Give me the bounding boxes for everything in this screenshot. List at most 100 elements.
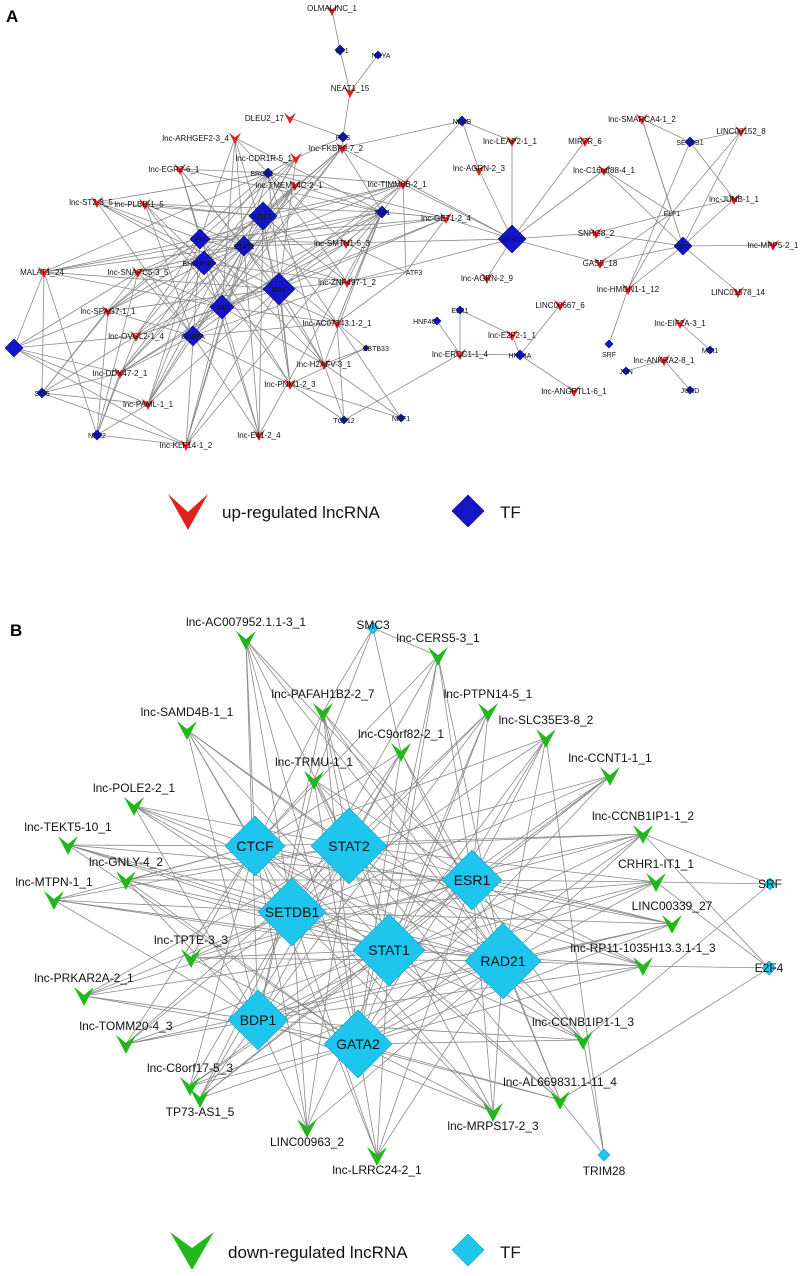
network-a-edge	[96, 310, 109, 436]
network-a-edge	[43, 211, 383, 273]
lncrna-label-lnc-cers5-3-1: lnc-CERS5-3_1	[396, 631, 480, 645]
network-b-edge	[254, 845, 644, 967]
lncrna-label-lnc-c8orf17-5-3: lnc-C8orf17-5_3	[147, 1061, 233, 1075]
network-b-edge	[67, 844, 390, 951]
network-b-edge	[655, 881, 770, 969]
network-a-edge	[199, 157, 297, 240]
network-a-edge	[135, 288, 280, 337]
lncrna-node-lnc-lrrc24-2-1	[367, 1147, 387, 1166]
lncrna-label-lnc-get1-2-4: lnc-GET1-2_4	[421, 214, 471, 223]
tf-node-mxi1	[705, 345, 715, 355]
lncrna-label-linc00339-27: LINC00339_27	[632, 899, 713, 913]
lncrna-label-lnc-ankra2-8-1: lnc-ANKRA2-8_1	[634, 356, 695, 365]
lncrna-label-lnc-egr2-6-1: lnc-EGR2-6_1	[149, 165, 200, 174]
network-a-edge	[144, 203, 223, 308]
network-a-edge	[267, 157, 297, 174]
lncrna-label-gas5-18: GAS5_18	[583, 259, 618, 268]
network-a-edge	[147, 172, 269, 405]
network-a-edge	[119, 245, 245, 374]
network-a-edge	[339, 49, 351, 93]
network-a-edge	[179, 168, 280, 290]
lncrna-label-lnc-ccnt1-1-1: lnc-CCNT1-1_1	[568, 751, 652, 765]
lncrna-label-lnc-agrn-2-3: lnc-AGRN-2_3	[453, 164, 506, 173]
network-a-edge	[203, 183, 404, 264]
lncrna-node-lnc-e41-2-4	[253, 429, 265, 441]
lncrna-label-linc01578-14: LINC01578_14	[711, 288, 765, 297]
lncrna-node-lnc-pnm1-2-3	[284, 378, 296, 390]
lncrna-label-linc00667-6: LINC00667_6	[535, 301, 585, 310]
network-b-edge	[199, 1043, 359, 1099]
tf-label-egr1: EGR1	[212, 305, 231, 312]
lncrna-node-linc01578-14	[732, 286, 744, 298]
tf-diamond-icon	[451, 494, 485, 528]
network-a-edge	[192, 322, 338, 337]
network-a-edge	[203, 262, 291, 385]
network-b-edge	[254, 845, 584, 1041]
network-a-edge	[221, 217, 447, 308]
lncrna-node-linc00339-27	[662, 915, 682, 934]
network-b-edge	[291, 737, 547, 913]
lncrna-label-lnc-fkbp9-7-2: lnc-FKBP9-7_2	[309, 144, 364, 153]
lncrna-node-lnc-snapc5-3-5	[132, 266, 144, 278]
tf-label-stat1: STAT1	[368, 942, 410, 958]
network-b-edge	[502, 833, 644, 962]
network-b-edge	[322, 711, 473, 881]
lncrna-node-lnc-tekt5-10-1	[58, 836, 78, 855]
network-b-edge	[348, 845, 584, 1041]
network-a-edge	[96, 271, 139, 436]
network-b-edge	[313, 779, 473, 881]
network-a-edge	[41, 335, 137, 394]
lncrna-label-linc00963-2: LINC00963_2	[270, 1135, 344, 1149]
lncrna-label-lnc-eif2a-3-1: lnc-EIF2A-3_1	[654, 319, 706, 328]
lncrna-label-lnc-klf14-1-2: lnc-KLF14-1_2	[160, 441, 213, 450]
network-b-edge	[254, 751, 402, 847]
network-a-edge	[234, 137, 245, 247]
lncrna-node-lnc-c9orf82-2-1	[391, 743, 411, 762]
network-b-edge	[133, 805, 293, 913]
lncrna-node-linc00963-2	[297, 1119, 317, 1138]
network-a-edge	[262, 215, 348, 283]
lncrna-label-lnc-tomm20-4-3: lnc-TOMM20-4_3	[79, 1019, 172, 1033]
network-b-edge	[125, 845, 256, 1045]
network-a-edge	[402, 120, 463, 185]
network-b-edge	[348, 845, 494, 1113]
network-a-edge	[511, 232, 597, 240]
network-b-edge	[471, 879, 673, 925]
lncrna-label-lnc-st2-3-5: lnc-ST2-3_5	[69, 198, 113, 207]
network-a-edge	[346, 271, 407, 283]
tf-node-e2f4	[761, 960, 777, 976]
network-b-edge	[655, 881, 771, 885]
network-a-edge	[221, 306, 260, 436]
tf-node-bhlhe40	[191, 250, 217, 276]
lncrna-label-lnc-timm8b-2-1: lnc-TIMM8B-2_1	[367, 180, 427, 189]
lncrna-label-lnc-gnly-4-2: lnc-GNLY-4_2	[89, 855, 163, 869]
lncrna-node-lnc-trmu-1-1	[304, 771, 324, 790]
network-b-edge	[357, 751, 402, 1045]
lncrna-label-lnc-arhgef2-3-4: lnc-ARHGEF2-3_4	[162, 134, 229, 143]
tf-node-jund	[685, 385, 695, 395]
network-a-edge	[341, 120, 463, 149]
network-a-edge	[41, 372, 121, 394]
tf-label-jun: JUN	[619, 369, 633, 376]
network-a-edge	[192, 335, 291, 385]
network-b-edge	[376, 879, 473, 1157]
tf-node-srf	[763, 877, 777, 891]
tf-label-nfe2: NFE2	[88, 433, 106, 440]
network-b-edge	[199, 879, 473, 1099]
lncrna-node-lnc-c16orf88-4-1	[598, 164, 610, 176]
network-a-edge	[13, 347, 187, 446]
tf-label-max: MAX	[271, 287, 287, 294]
network-b-edge	[322, 711, 359, 1045]
network-b-edge	[322, 627, 374, 713]
lncrna-label-lnc-samd4b-1-1: lnc-SAMD4B-1_1	[141, 705, 234, 719]
lncrna-node-lnc-ccnt1-1-1	[600, 767, 620, 786]
tf-node-sp2	[673, 236, 693, 256]
network-b-edge	[291, 911, 673, 925]
tf-label-usf1: USF1	[254, 214, 272, 221]
lncrna-node-snhg8-2	[590, 227, 602, 239]
tf-label-nfkb: NFKB	[453, 119, 472, 126]
network-a-edge	[135, 238, 201, 337]
panel-b-label: B	[10, 621, 22, 640]
tf-label-elk1: ELK1	[451, 308, 468, 315]
